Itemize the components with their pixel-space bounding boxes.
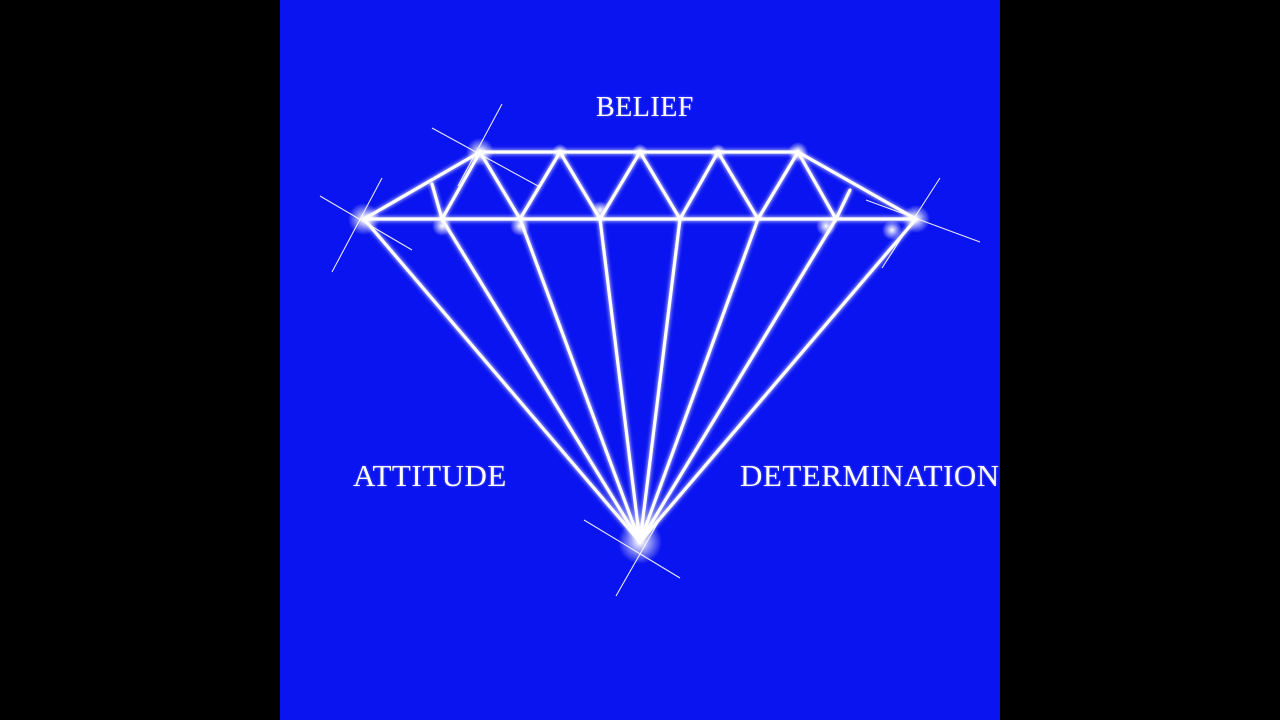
determination-label: DETERMINATION — [740, 458, 1000, 493]
sparkle-rays — [319, 103, 981, 597]
diamond-icon — [319, 103, 981, 597]
belief-label: BELIEF — [596, 92, 694, 123]
attitude-label: ATTITUDE — [353, 458, 507, 493]
album-art-panel: BELIEF ATTITUDE DETERMINATION — [280, 0, 1000, 720]
